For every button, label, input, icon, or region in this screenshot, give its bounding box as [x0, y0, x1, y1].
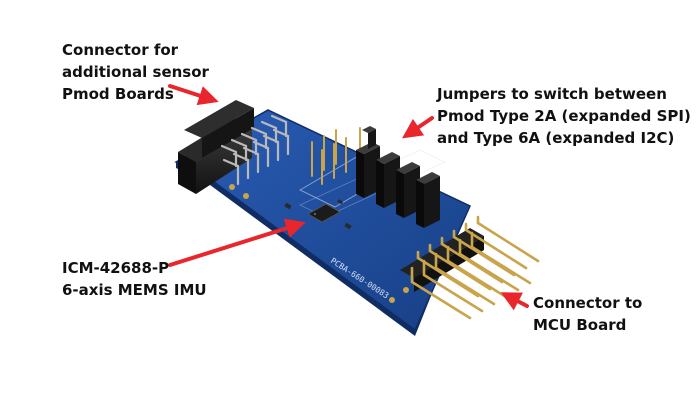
callout-line: 6-axis MEMS IMU — [62, 281, 207, 299]
jumper-shunt — [362, 126, 376, 149]
mcu-header-connector — [400, 215, 540, 320]
callout-sensor-connector: Connector for additional sensor Pmod Boa… — [62, 39, 209, 105]
callout-line: Pmod Type 2A (expanded SPI) — [437, 107, 691, 125]
callout-line: Connector to — [533, 294, 643, 312]
jumper-shunts — [356, 126, 440, 228]
sensor-header-connector — [178, 100, 290, 194]
jumper-shunt — [416, 172, 440, 228]
jumper-pins — [311, 127, 361, 185]
callout-jumpers: Jumpers to switch between Pmod Type 2A (… — [437, 83, 691, 149]
red-arrow-icon — [402, 116, 434, 139]
red-arrow-icon — [500, 292, 529, 311]
red-arrow-icon — [168, 218, 306, 267]
callout-line: additional sensor — [62, 63, 209, 81]
callout-line: ICM-42688-P — [62, 259, 170, 277]
callout-line: Pmod Boards — [62, 85, 174, 103]
imu-chip — [284, 199, 352, 230]
callout-line: and Type 6A (expanded I2C) — [437, 129, 675, 147]
callout-line: Connector for — [62, 41, 179, 59]
red-arrow-icon — [168, 84, 219, 106]
callout-mcu-connector: Connector to MCU Board — [533, 292, 642, 336]
callout-line: MCU Board — [533, 316, 627, 334]
callout-line: Jumpers to switch between — [437, 85, 667, 103]
callout-imu: ICM-42688-P 6-axis MEMS IMU — [62, 257, 207, 301]
